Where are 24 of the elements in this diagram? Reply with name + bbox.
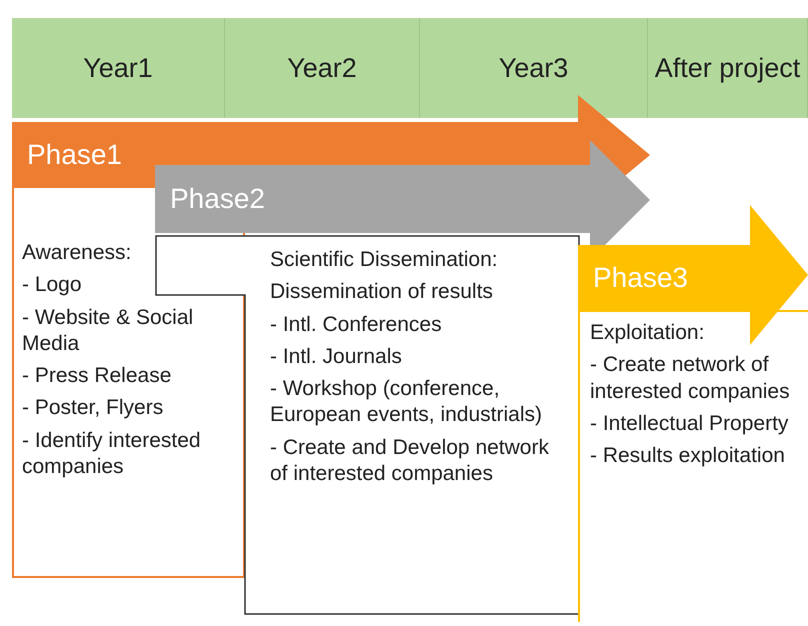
year-header-cell: Year1 [12, 18, 225, 118]
phase-panel [578, 310, 808, 622]
list-item: Dissemination of results [270, 279, 494, 306]
list-item: - Intl. Conferences [270, 312, 443, 338]
phase-label: Phase1 [27, 141, 122, 169]
year-header-cell: After project [648, 18, 808, 118]
phase-label: Phase2 [170, 185, 265, 213]
list-item: - Results exploitation [590, 443, 786, 469]
list-item: - Create and Develop network of interested companies [270, 434, 550, 487]
list-item: - Workshop (conference, European events, industrials) [270, 376, 543, 428]
panel-heading: Exploitation: [590, 320, 706, 346]
panel-heading: Scientific Dissemination: [270, 247, 499, 273]
panel-heading: Awareness: [22, 240, 132, 266]
list-item: - Intl. Journals [270, 344, 403, 370]
list-item: - Website & Social Media [22, 304, 194, 357]
list-item: - Intellectual Property [590, 410, 790, 437]
list-item: - Identify interested companies [22, 428, 202, 480]
list-item: - Logo [22, 272, 83, 298]
phase-label: Phase3 [593, 264, 688, 292]
list-item: - Press Release [22, 363, 172, 389]
year-header-cell: Year2 [225, 18, 420, 118]
list-item: - Create network of interested companies [590, 352, 791, 404]
year-header-cell: Year3 [420, 18, 648, 118]
list-item: - Poster, Flyers [22, 395, 164, 422]
